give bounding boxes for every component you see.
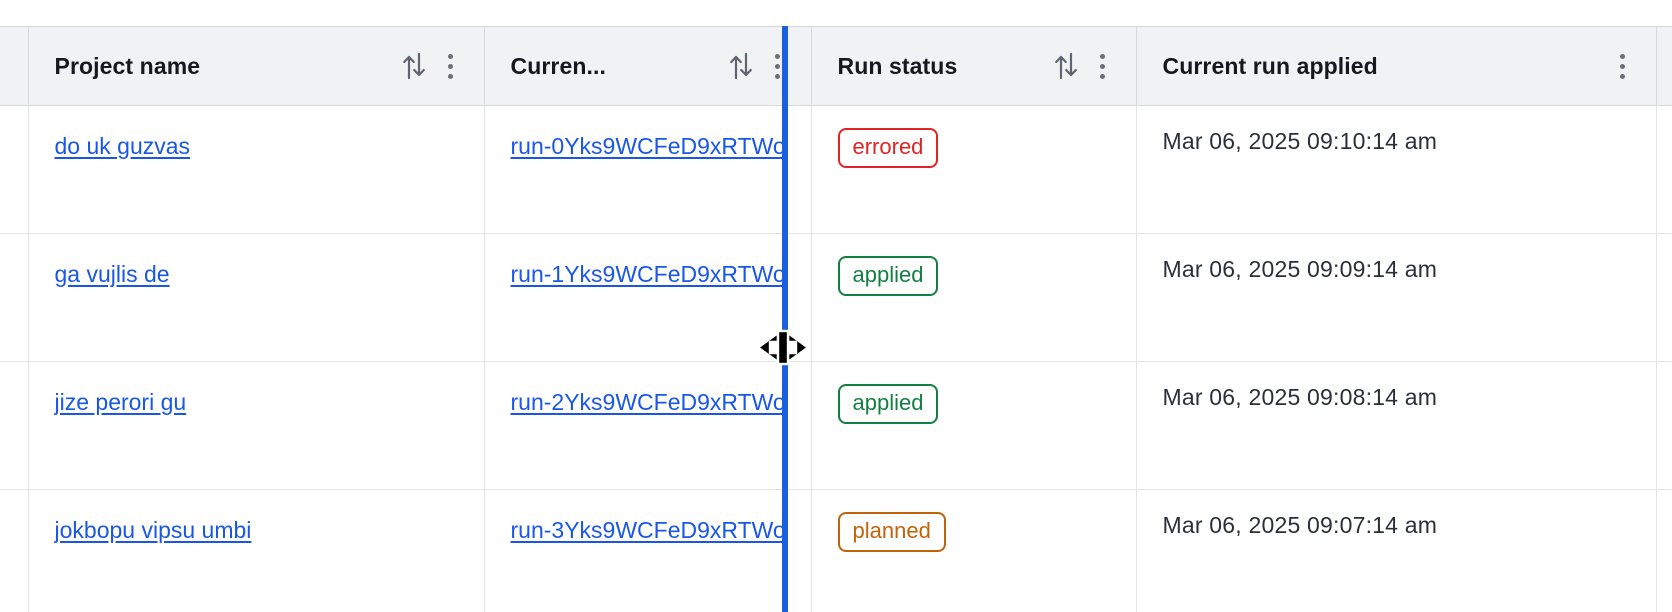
cell-current-run-applied: Mar 06, 2025 09:07:14 am <box>1136 489 1657 612</box>
applied-timestamp: Mar 06, 2025 09:08:14 am <box>1162 384 1438 410</box>
cell-current-run: run-0Yks9WCFeD9xRTWo <box>484 105 812 234</box>
kebab-menu-icon[interactable] <box>761 46 795 86</box>
cell-run-status: planned <box>811 489 1137 612</box>
sort-arrows-icon[interactable] <box>721 46 761 86</box>
table-header: Project name <box>0 26 1672 106</box>
cell-current-run: run-3Yks9WCFeD9xRTWo <box>484 489 812 612</box>
column-header-run-status-label: Run status <box>837 52 958 79</box>
applied-timestamp: Mar 06, 2025 09:07:14 am <box>1162 512 1438 538</box>
column-header-current-run-applied-label: Current run applied <box>1162 52 1378 79</box>
status-badge: applied <box>837 256 939 297</box>
cell-project-name: do uk guzvas <box>28 105 485 234</box>
cell-current-run-applied: Mar 06, 2025 09:09:14 am <box>1136 233 1657 362</box>
cell-version: e <box>1656 490 1672 612</box>
kebab-menu-icon[interactable] <box>1086 46 1120 86</box>
column-header-project-name[interactable]: Project name <box>28 26 485 106</box>
cell-version: e <box>1656 233 1672 362</box>
projects-table: Project name <box>0 26 1672 612</box>
column-header-current-run-label: Curren... <box>510 52 606 79</box>
cell-version: e <box>1656 361 1672 490</box>
table-row[interactable]: do uk guzvas run-0Yks9WCFeD9xRTWo errore… <box>0 105 1672 234</box>
sort-arrows-icon[interactable] <box>1046 46 1086 86</box>
row-select-cell[interactable] <box>0 233 29 362</box>
table-row[interactable]: jize perori gu run-2Yks9WCFeD9xRTWo appl… <box>0 361 1672 490</box>
project-name-link[interactable]: jokbopu vipsu umbi <box>54 517 252 543</box>
project-name-link[interactable]: jize perori gu <box>54 389 187 415</box>
kebab-menu-icon[interactable] <box>1606 46 1640 86</box>
status-badge: planned <box>837 512 946 553</box>
header-row: Project name <box>0 26 1672 106</box>
cell-run-status: errored <box>811 105 1137 234</box>
applied-timestamp: Mar 06, 2025 09:10:14 am <box>1162 128 1438 154</box>
applied-timestamp: Mar 06, 2025 09:09:14 am <box>1162 256 1438 282</box>
kebab-menu-icon[interactable] <box>434 46 468 86</box>
column-header-run-status[interactable]: Run status <box>811 26 1137 106</box>
cell-project-name: jokbopu vipsu umbi <box>28 489 485 612</box>
cell-run-status: applied <box>811 233 1137 362</box>
row-select-cell[interactable] <box>0 489 29 612</box>
top-white-strip <box>0 0 1672 26</box>
row-select-cell[interactable] <box>0 361 29 490</box>
table-body: do uk guzvas run-0Yks9WCFeD9xRTWo errore… <box>0 105 1672 612</box>
column-header-select[interactable] <box>0 26 29 106</box>
status-badge: errored <box>837 128 939 169</box>
row-select-cell[interactable] <box>0 105 29 234</box>
column-header-project-name-label: Project name <box>54 52 201 79</box>
table-row[interactable]: jokbopu vipsu umbi run-3Yks9WCFeD9xRTWo … <box>0 489 1672 612</box>
cell-current-run: run-1Yks9WCFeD9xRTWo <box>484 233 812 362</box>
cell-version: e <box>1656 105 1672 234</box>
project-name-link[interactable]: ga vujlis de <box>54 261 170 287</box>
table-row[interactable]: ga vujlis de run-1Yks9WCFeD9xRTWo applie… <box>0 233 1672 362</box>
cell-current-run-applied: Mar 06, 2025 09:08:14 am <box>1136 361 1657 490</box>
sort-arrows-icon[interactable] <box>394 46 434 86</box>
current-run-link[interactable]: run-0Yks9WCFeD9xRTWo <box>510 133 786 159</box>
projects-table-wrapper: Project name <box>0 26 1672 612</box>
current-run-link[interactable]: run-2Yks9WCFeD9xRTWo <box>510 389 786 415</box>
cell-run-status: applied <box>811 361 1137 490</box>
column-header-version[interactable]: V <box>1656 26 1672 106</box>
cell-project-name: ga vujlis de <box>28 233 485 362</box>
project-name-link[interactable]: do uk guzvas <box>54 133 191 159</box>
column-header-current-run-applied[interactable]: Current run applied <box>1136 26 1657 106</box>
column-header-current-run[interactable]: Curren... <box>484 26 812 106</box>
status-badge: applied <box>837 384 939 425</box>
current-run-link[interactable]: run-3Yks9WCFeD9xRTWo <box>510 517 786 543</box>
cell-current-run-applied: Mar 06, 2025 09:10:14 am <box>1136 105 1657 234</box>
current-run-link[interactable]: run-1Yks9WCFeD9xRTWo <box>510 261 786 287</box>
cell-project-name: jize perori gu <box>28 361 485 490</box>
cell-current-run: run-2Yks9WCFeD9xRTWo <box>484 361 812 490</box>
